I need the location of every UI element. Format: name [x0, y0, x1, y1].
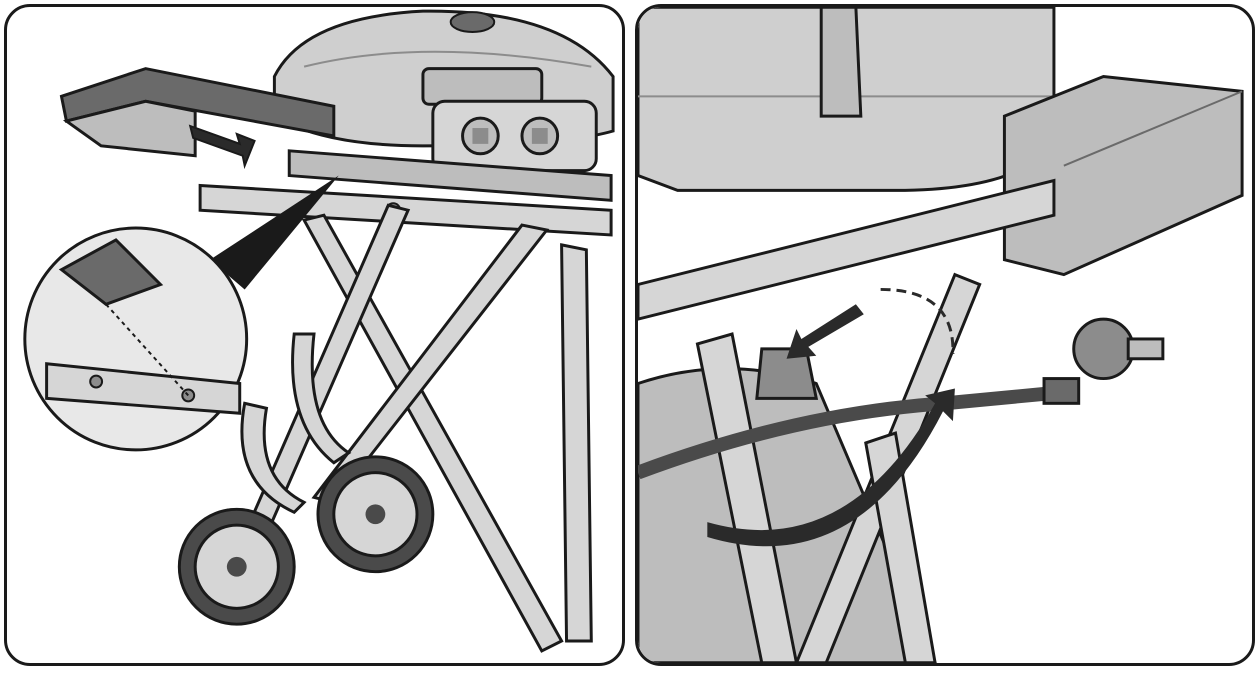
retaining-strap [240, 332, 352, 515]
grill-body [638, 7, 1056, 192]
panel-left-side-table-step [4, 4, 625, 666]
direction-arrow-icon [786, 304, 864, 359]
side-table-icon [59, 67, 336, 158]
rotation-arrow-icon [707, 287, 955, 547]
callout-pointer [210, 175, 339, 290]
right-illustration [638, 7, 1244, 663]
regulator-icon [1042, 317, 1165, 405]
side-table-icon [1002, 75, 1244, 277]
panel-right-gas-connection-step [635, 4, 1255, 666]
direction-arrow-icon [188, 124, 256, 170]
wheel-icon [177, 507, 296, 626]
wheel-icon [316, 455, 435, 574]
frame-rail [638, 178, 1056, 321]
detail-magnifier [23, 226, 249, 452]
control-panel [431, 99, 598, 173]
hose-icon [638, 386, 1050, 480]
scissor-legs [232, 203, 593, 653]
left-illustration [23, 9, 615, 653]
